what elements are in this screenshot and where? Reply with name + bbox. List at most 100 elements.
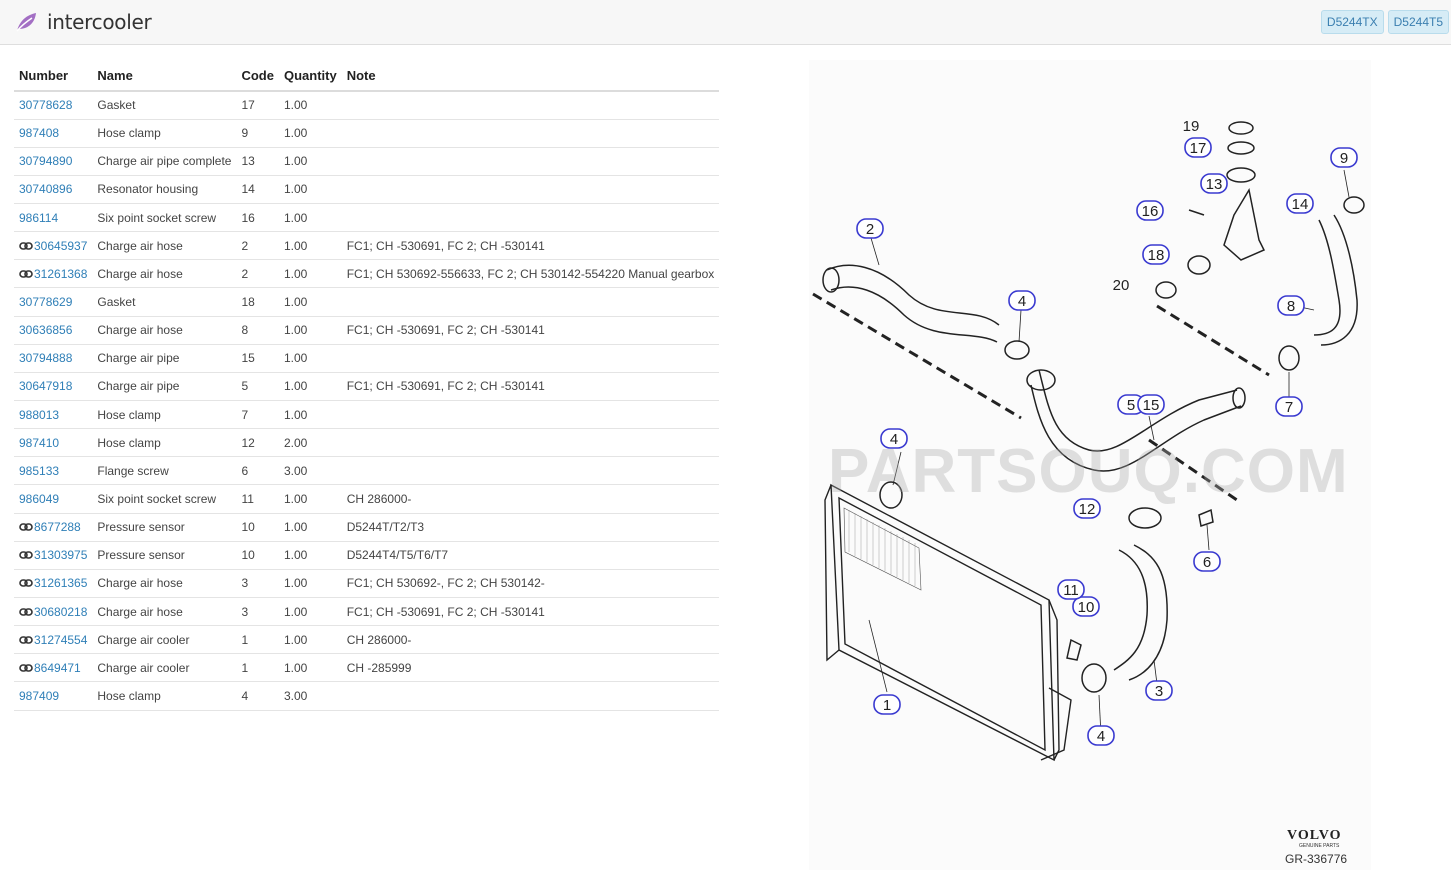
part-number-link[interactable]: 30647918 <box>19 379 73 394</box>
part-note-cell <box>341 91 720 120</box>
part-number-link[interactable]: 30740896 <box>19 182 73 197</box>
part-number-cell: 985133 <box>14 456 93 486</box>
part-number-link[interactable]: 31261365 <box>34 576 88 591</box>
part-number-link[interactable]: 985133 <box>19 463 60 478</box>
callout-number[interactable]: 8 <box>1287 298 1295 315</box>
part-number-link[interactable]: 30636856 <box>19 323 73 338</box>
part-number-link[interactable]: 987410 <box>19 435 60 450</box>
brand-subtitle: GENUINE PARTS <box>1299 843 1340 849</box>
callout-number[interactable]: 9 <box>1340 150 1348 167</box>
part-number-link[interactable]: 31274554 <box>34 632 88 647</box>
callout-number[interactable]: 5 <box>1127 397 1135 414</box>
part-code-cell: 8 <box>236 316 279 345</box>
callout-number[interactable]: 14 <box>1292 196 1309 213</box>
callout-number[interactable]: 20 <box>1113 277 1130 294</box>
part-number-cell: 987410 <box>14 428 93 458</box>
engine-badge[interactable]: D5244T5 <box>1387 10 1449 34</box>
callout-number[interactable]: 3 <box>1155 683 1163 700</box>
part-number-cell: 31274554 <box>14 625 93 655</box>
callout-number[interactable]: 4 <box>890 431 898 448</box>
part-quantity-cell: 1.00 <box>278 287 342 317</box>
part-note-cell <box>341 175 720 205</box>
part-number-link[interactable]: 30794888 <box>19 351 73 366</box>
part-number-cell: 31261368 <box>14 259 93 289</box>
callout-number[interactable]: 12 <box>1079 501 1096 518</box>
callout-number[interactable]: 10 <box>1078 599 1095 616</box>
part-number-link[interactable]: 30645937 <box>34 238 88 253</box>
part-number-link[interactable]: 8677288 <box>34 520 81 535</box>
part-number-link[interactable]: 31303975 <box>34 548 88 563</box>
callout-number[interactable]: 16 <box>1142 203 1159 220</box>
part-quantity-cell: 1.00 <box>278 344 342 373</box>
part-note-cell <box>341 147 720 176</box>
callout-number[interactable]: 2 <box>866 221 874 238</box>
callout-number[interactable]: 13 <box>1206 176 1223 193</box>
part-number-link[interactable]: 8649471 <box>34 660 81 675</box>
callout-number[interactable]: 4 <box>1018 293 1026 310</box>
callout-ring <box>880 428 908 449</box>
part-quantity-cell: 1.00 <box>278 259 342 289</box>
part-code-cell: 7 <box>236 400 279 430</box>
callout-ring <box>1193 551 1221 572</box>
part-note-cell <box>341 203 720 233</box>
part-code-cell: 17 <box>236 91 279 120</box>
callout-number[interactable]: 1 <box>883 697 891 714</box>
part-name-cell: Charge air cooler <box>92 625 237 655</box>
part-code-cell: 2 <box>236 231 279 261</box>
callout-number[interactable]: 6 <box>1203 554 1211 571</box>
callout-number[interactable]: 7 <box>1285 399 1293 416</box>
callout-number[interactable]: 11 <box>1063 582 1079 599</box>
part-note-cell: FC1; CH -530691, FC 2; CH -530141 <box>341 597 720 627</box>
part-name-cell: Charge air pipe <box>92 372 237 402</box>
part-number-link[interactable]: 30778629 <box>19 295 73 310</box>
callout-ring <box>1057 579 1085 600</box>
chain-link-icon <box>19 607 33 616</box>
engine-badge[interactable]: D5244TX <box>1320 10 1384 34</box>
part-number-link[interactable]: 988013 <box>19 407 60 422</box>
part-number-cell: 30794890 <box>14 147 93 176</box>
part-number-link[interactable]: 31261368 <box>34 266 88 281</box>
part-number-link[interactable]: 987408 <box>19 126 60 141</box>
leaf-icon <box>16 13 36 32</box>
callout-number[interactable]: 4 <box>1097 728 1105 745</box>
part-number-cell: 30680218 <box>14 597 93 627</box>
callout-number[interactable]: 15 <box>1143 397 1160 414</box>
diagram-reference-code: GR-336776 <box>1285 852 1348 866</box>
assembly-guide-lines <box>812 292 1270 502</box>
part-number-link[interactable]: 987409 <box>19 689 60 704</box>
part-number-link[interactable]: 986049 <box>19 492 60 507</box>
column-header-quantity: Quantity <box>278 60 342 92</box>
watermark: PARTSOUQ.COM <box>828 437 1349 506</box>
part-number-link[interactable]: 30794890 <box>19 154 73 169</box>
part-number-cell: 987409 <box>14 681 93 711</box>
part-number-link[interactable]: 986114 <box>19 210 59 225</box>
part-name-cell: Charge air pipe complete <box>92 147 237 176</box>
callout-number[interactable]: 19 <box>1183 118 1200 135</box>
callout-number[interactable]: 17 <box>1190 140 1207 157</box>
callout-number[interactable]: 18 <box>1148 247 1165 264</box>
part-number-link[interactable]: 30680218 <box>34 604 88 619</box>
part-number-link[interactable]: 30778628 <box>19 98 73 113</box>
